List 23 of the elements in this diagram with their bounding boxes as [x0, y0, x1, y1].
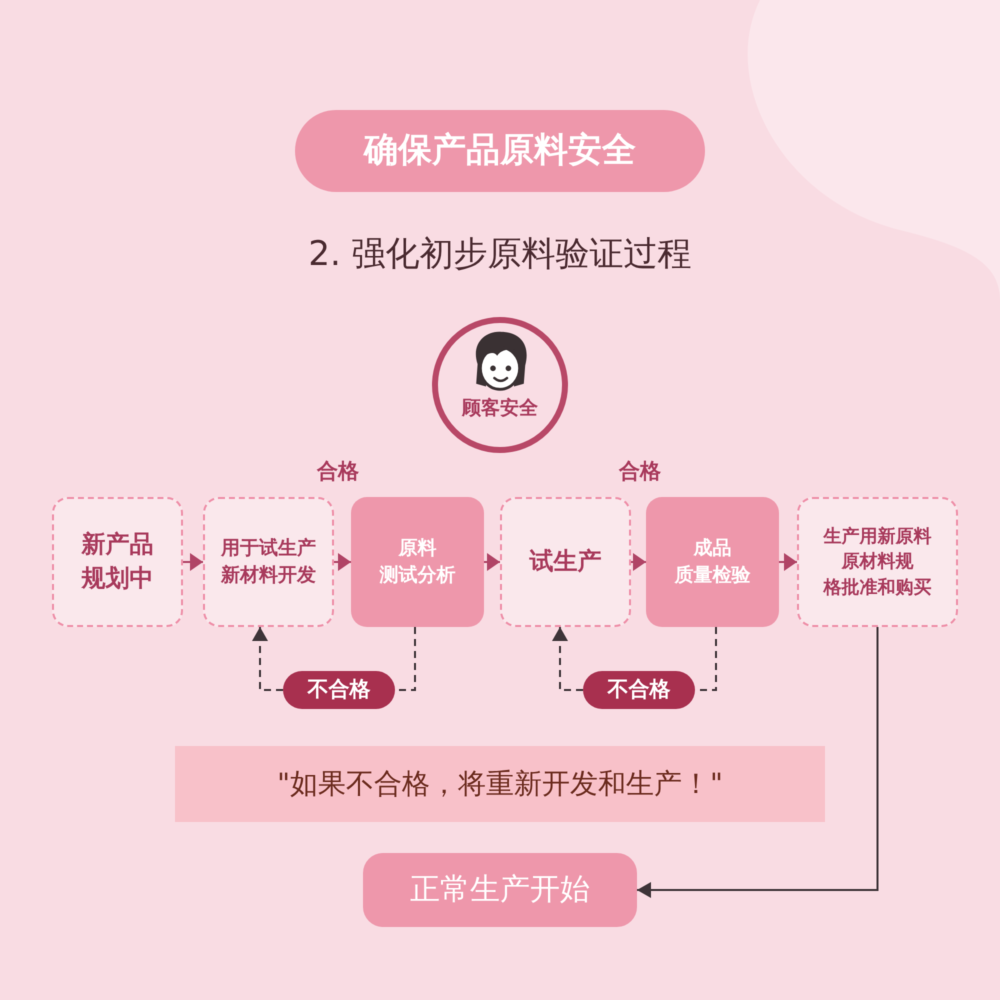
subtitle: 2. 强化初步原料验证过程: [307, 233, 693, 276]
arrow: [183, 553, 203, 571]
arrow: [779, 553, 797, 571]
process-box: 生产用新原料原材料规格批准和购买: [797, 497, 958, 627]
edge-label: 合格: [618, 458, 662, 486]
arrow: [484, 553, 500, 571]
fail-pill: 不合格: [283, 671, 395, 709]
circle-label: 顾客安全: [462, 396, 538, 421]
edge-label: 合格: [316, 458, 360, 486]
start-pill: 正常生产开始: [363, 853, 637, 927]
process-box: 新产品规划中: [52, 497, 183, 627]
quote-banner: "如果不合格，将重新开发和生产！": [175, 746, 825, 822]
dashed-connector: [252, 627, 283, 691]
fail-pill: 不合格: [583, 671, 695, 709]
arrow: [334, 553, 351, 571]
process-box: 用于试生产新材料开发: [203, 497, 334, 627]
process-box: 原料测试分析: [351, 497, 484, 627]
connector: [637, 627, 878, 898]
process-box: 试生产: [500, 497, 631, 627]
title-pill: 确保产品原料安全: [295, 110, 705, 192]
process-box: 成品质量检验: [646, 497, 779, 627]
dashed-connector: [552, 627, 583, 691]
arrow: [631, 553, 646, 571]
